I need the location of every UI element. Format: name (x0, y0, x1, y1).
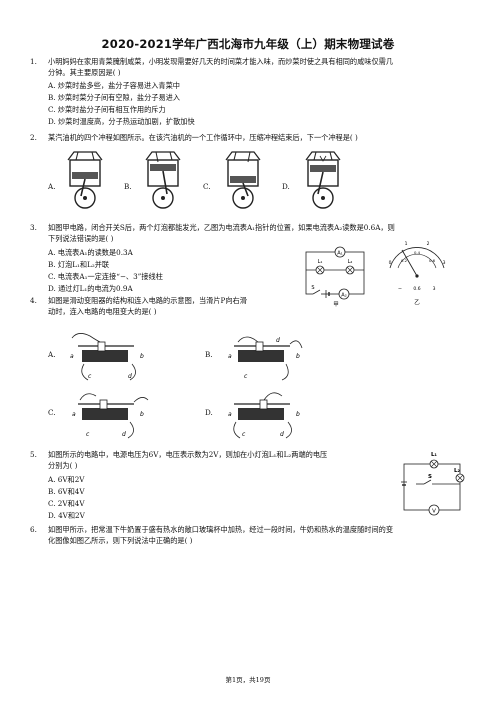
question-text-line: 某汽油机的四个冲程如图所示。在该汽油机的一个工作循环中，压缩冲程结束后，下一个冲… (48, 133, 358, 142)
lamp-l2-label: L₂ (348, 259, 353, 265)
circuit-q5-figure: L₁ L₂ S V (401, 452, 465, 516)
dial-inner-0-4: 0.4 (414, 250, 421, 255)
terminal-a: a (70, 353, 74, 360)
terminal-c: c (86, 431, 90, 438)
ammeter-dial-yi-figure: 0 1 2 3 0.2 0.4 0.6 − 0.6 3 乙 (389, 241, 446, 306)
rheostat-a-figure: a b c d (70, 333, 144, 381)
dial-tick-1: 1 (405, 241, 408, 247)
page-footer: 第1页，共19页 (225, 676, 271, 684)
terminal-d: d (280, 431, 284, 438)
option-b-label: B. (124, 182, 132, 191)
option-c-label: C. (203, 182, 211, 191)
circuit-jia-figure: A₁ L₁ L₂ A₂ S 甲 (305, 246, 365, 308)
dial-inner-0-2: 0.2 (401, 258, 408, 263)
terminal-3: 3 (433, 286, 436, 292)
terminal-b: b (296, 353, 300, 360)
switch-s-label: S (311, 285, 314, 291)
option-d: D. 炒菜时温度高，分子热运动加剧，扩散加快 (48, 117, 195, 126)
rheostat-d-figure: a b c d (228, 392, 300, 439)
terminal-d: d (122, 431, 126, 438)
dial-tick-2: 2 (427, 241, 430, 247)
terminal-b: b (140, 411, 144, 418)
option-b-label: B. (205, 350, 213, 359)
question-text-line: 化图像如图乙所示，则下列说法中正确的是( ) (48, 536, 193, 546)
option-b: B. 6V和4V (48, 487, 85, 496)
question-text-line: 如图甲电路，闭合开关S后，两个灯泡都能发光，乙图为电流表A₁指针的位置，如果电流… (48, 223, 395, 232)
question-number: 4. (30, 296, 37, 305)
option-a-label: A. (48, 182, 56, 191)
lamp-l1-label: L₁ (318, 259, 323, 265)
engine-stroke-d-figure (305, 151, 341, 209)
question-text-line: 分钟。其主要原因是( ) (48, 68, 121, 78)
voltmeter-v-label: V (432, 509, 436, 515)
question-number: 1. (30, 57, 37, 66)
option-a: A. 电流表A₁的读数是0.3A (48, 248, 133, 257)
option-a: A. 6V和2V (48, 475, 85, 484)
terminal-c: c (88, 373, 92, 380)
option-c: C. 炒菜时盐分子间有相互作用的斥力 (48, 105, 166, 114)
terminal-minus: − (398, 286, 402, 292)
option-d-label: D. (282, 182, 290, 191)
option-a: A. 炒菜时盐多些，盐分子容易进入青菜中 (48, 81, 180, 90)
question-text-line: 如图是滑动变阻器的结构和连入电路的示意图，当滑片P向右滑 (48, 296, 247, 305)
question-number: 3. (30, 223, 37, 232)
question-text-line: 小明妈妈在家用青菜腌制咸菜，小明发现需要好几天的时间菜才能入味，而炒菜时使之具有… (48, 57, 394, 66)
rheostat-c-figure: a b c d (72, 393, 149, 439)
dial-tick-3: 3 (443, 260, 446, 266)
ammeter-a1-label: A₁ (337, 251, 342, 257)
question-number: 5. (30, 450, 37, 459)
engine-stroke-a-figure (67, 151, 103, 209)
terminal-c: c (244, 373, 248, 380)
dial-tick-0: 0 (389, 260, 392, 266)
terminal-0-6: 0.6 (413, 286, 420, 292)
option-d-label: D. (205, 408, 213, 417)
ammeter-a2-label: A₂ (341, 293, 346, 299)
option-d: D. 通过灯L₁的电流为0.9A (48, 284, 133, 293)
option-c-label: C. (48, 408, 56, 417)
question-number: 2. (30, 133, 37, 142)
option-b: B. 炒菜时菜分子间有空隙，盐分子易进入 (48, 93, 181, 102)
terminal-a: a (72, 411, 76, 418)
terminal-a: a (228, 411, 232, 418)
lamp-l2-label: L₂ (454, 468, 461, 474)
switch-s-label: S (428, 474, 432, 480)
figure-yi-caption: 乙 (414, 299, 420, 306)
page-title: 2020-2021学年广西北海市九年级（上）期末物理试卷 (101, 37, 395, 51)
terminal-d: d (128, 373, 132, 380)
option-a-label: A. (48, 350, 56, 359)
question-text-line: 动时，连入电路的电阻变大的是( ) (48, 307, 157, 317)
terminal-a: a (228, 353, 232, 360)
option-d: D. 4V和2V (48, 511, 85, 520)
option-b: B. 灯泡L₁和L₂并联 (48, 260, 110, 269)
question-text-line: 下列说法错误的是( ) (48, 234, 114, 244)
question-text-line: 如图所示的电路中，电源电压为6V，电压表示数为2V，则加在小灯泡L₁和L₂两端的… (48, 450, 328, 459)
terminal-c: c (242, 431, 246, 438)
lamp-l1-label: L₁ (431, 452, 438, 458)
figure-jia-caption: 甲 (333, 301, 339, 308)
question-text-line: 分别为( ) (48, 461, 78, 471)
engine-stroke-c-figure (225, 151, 261, 209)
rheostat-b-figure: a b c d (228, 336, 303, 381)
dial-inner-0-6: 0.6 (429, 258, 436, 263)
option-c: C. 2V和4V (48, 499, 85, 508)
question-text-line: 如图甲所示，把常温下牛奶置于盛有热水的敞口玻璃杯中加热，经过一段时间，牛奶和热水… (48, 525, 394, 534)
engine-stroke-b-figure (145, 151, 181, 209)
terminal-b: b (296, 411, 300, 418)
terminal-b: b (140, 353, 144, 360)
option-c: C. 电流表A₁一定连接“−、3”接线柱 (48, 272, 163, 281)
question-number: 6. (30, 525, 37, 534)
terminal-d: d (276, 337, 280, 344)
